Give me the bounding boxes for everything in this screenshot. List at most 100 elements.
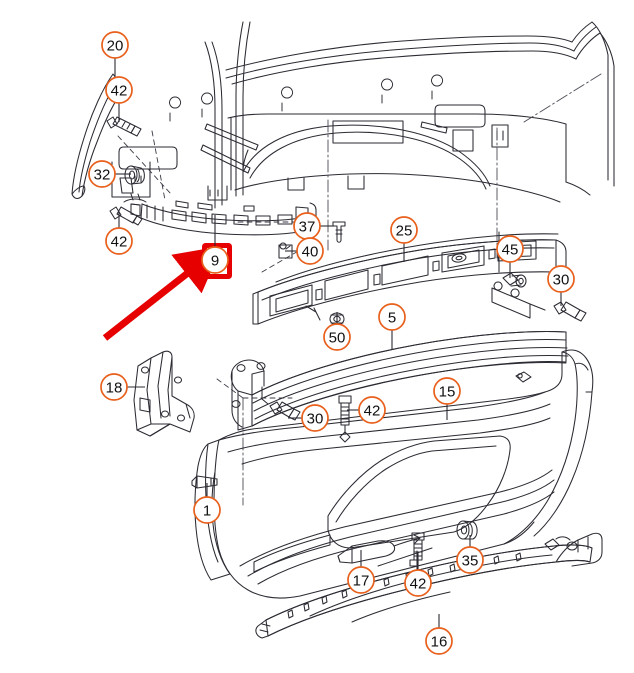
part-32-grommet	[124, 165, 145, 185]
callout-37[interactable]: 37	[293, 212, 334, 240]
callout-42[interactable]: 42	[404, 552, 432, 597]
part-42-bolt-bottom	[409, 532, 425, 567]
callout-25[interactable]: 25	[390, 216, 418, 262]
callout-circle-ring	[347, 566, 375, 594]
callout-label: 30	[307, 411, 324, 428]
part-37-rivet	[332, 221, 346, 243]
part-5-reinforcement-beam	[230, 330, 569, 431]
callout-1[interactable]: 1	[193, 483, 221, 524]
callout-circle-fill	[102, 32, 128, 58]
highlight-arrow	[102, 245, 223, 341]
callout-circle-fill	[202, 247, 228, 273]
callout-16[interactable]: 16	[425, 614, 453, 655]
callout-42[interactable]: 42	[347, 396, 386, 424]
part-42-bolt-bracket	[109, 206, 143, 226]
construction-lines	[242, 73, 602, 506]
callout-circle-fill	[359, 397, 385, 423]
callout-50[interactable]: 50	[323, 312, 351, 351]
callout-label: 32	[94, 167, 111, 184]
callout-circle-fill	[497, 236, 523, 262]
callout-circle-fill	[548, 266, 574, 292]
part-30-bolt-lower	[261, 386, 301, 421]
callout-label: 1	[203, 503, 211, 520]
callout-circle-ring	[193, 496, 221, 524]
callout-32[interactable]: 32	[88, 160, 131, 188]
callout-label: 18	[106, 380, 123, 397]
callout-circle-ring	[105, 227, 133, 255]
callout-circle-fill	[106, 228, 132, 254]
callout-42[interactable]: 42	[105, 212, 133, 255]
callout-circle-ring	[496, 235, 524, 263]
callout-circle-fill	[348, 567, 374, 593]
callout-label: 37	[299, 219, 316, 236]
callout-label: 16	[431, 634, 448, 651]
callout-circle-ring	[201, 246, 229, 274]
callout-circle-fill	[391, 217, 417, 243]
callout-5[interactable]: 5	[378, 303, 406, 350]
callout-circle-ring	[378, 303, 406, 331]
callout-circle-ring	[433, 377, 461, 405]
callout-circle-fill	[194, 497, 220, 523]
callout-45[interactable]: 45	[496, 235, 524, 278]
callout-label: 50	[329, 330, 346, 347]
callout-circle-ring	[404, 569, 432, 597]
callout-30[interactable]: 30	[547, 265, 575, 306]
callout-label: 15	[439, 384, 456, 401]
callout-circle-fill	[457, 547, 483, 573]
callout-circle-fill	[294, 213, 320, 239]
part-18-side-bracket	[133, 350, 195, 437]
callout-label: 45	[502, 242, 519, 259]
right-mount-arm	[491, 281, 546, 319]
callout-42[interactable]: 42	[105, 76, 133, 122]
callout-circle-ring	[323, 323, 351, 351]
callout-circle-fill	[324, 324, 350, 350]
callout-label: 42	[410, 576, 427, 593]
callout-circle-fill	[302, 405, 328, 431]
part-45-fastener	[498, 231, 527, 288]
callout-circle-fill	[89, 161, 115, 187]
part-30-bolt-right	[553, 301, 587, 322]
rear-body-panel	[111, 21, 615, 209]
callout-circle-ring	[390, 216, 418, 244]
callout-circle-ring	[425, 627, 453, 655]
part-1-bolt	[191, 475, 218, 489]
part-35-bushing	[456, 520, 478, 540]
callout-30[interactable]: 30	[288, 404, 329, 432]
callout-circle-fill	[379, 304, 405, 330]
callout-label: 30	[553, 272, 570, 289]
callout-35[interactable]: 35	[456, 535, 484, 574]
callout-circle-ring	[105, 76, 133, 104]
part-40-clip	[278, 242, 293, 259]
part-17-cover	[337, 534, 421, 564]
callout-20[interactable]: 20	[101, 31, 129, 80]
callout-label: 42	[111, 234, 128, 251]
callout-circle-fill	[106, 77, 132, 103]
callout-circle-ring	[301, 404, 329, 432]
callout-17[interactable]: 17	[347, 550, 375, 594]
callout-circle-ring	[547, 265, 575, 293]
callout-label: 25	[396, 223, 413, 240]
callout-circle-fill	[405, 570, 431, 596]
callout-circle-ring	[358, 396, 386, 424]
callout-circle-fill	[426, 628, 452, 654]
callout-15[interactable]: 15	[433, 377, 461, 420]
callout-circle-ring	[100, 373, 128, 401]
part-15-bumper-cover	[194, 349, 594, 599]
callout-circle-ring	[88, 160, 116, 188]
callout-18[interactable]: 18	[100, 373, 145, 401]
callout-label: 40	[302, 244, 319, 261]
part-42-bolt-center	[338, 395, 352, 443]
callout-label: 42	[364, 403, 381, 420]
callout-40[interactable]: 40	[285, 237, 324, 265]
callout-circle-ring	[296, 237, 324, 265]
callout-label: 9	[211, 253, 219, 270]
callout-label: 42	[111, 83, 128, 100]
callout-label: 20	[107, 38, 124, 55]
callout-label: 5	[388, 310, 396, 327]
callout-circle-ring	[456, 546, 484, 574]
callout-9[interactable]: 9	[201, 215, 229, 274]
callout-label: 35	[462, 553, 479, 570]
